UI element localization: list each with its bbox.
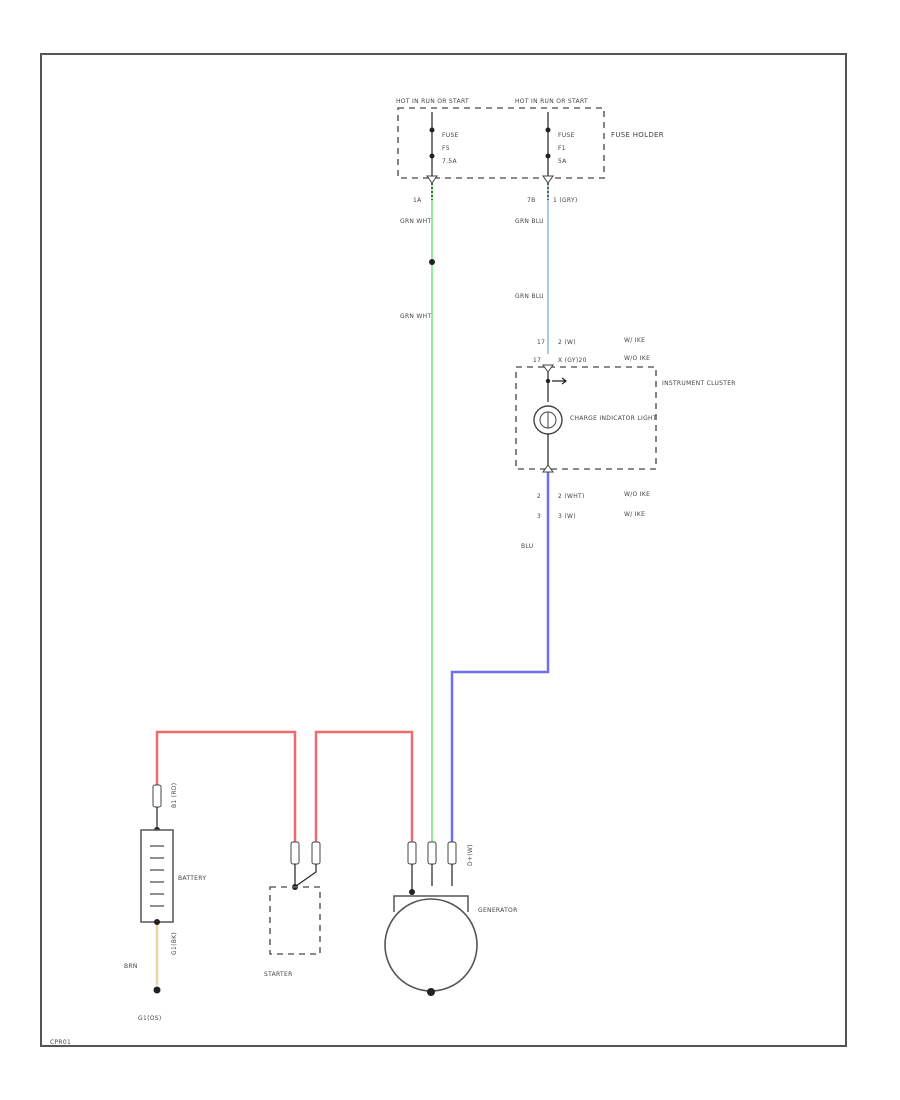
battery-negative-label: G1(BK) <box>171 932 178 955</box>
fuse-a-label: FUSE <box>442 132 459 139</box>
cluster-bot-row2-note: W/ IKE <box>624 511 645 518</box>
generator-connector-d-plus <box>447 841 457 865</box>
ground-point-icon <box>153 986 161 994</box>
fuse-b-top-terminal <box>545 127 551 133</box>
cluster-top-connector <box>542 364 554 373</box>
cluster-bot-row1-conn: 2 (WHT) <box>558 493 585 500</box>
wire-grn-blu-upper-label: GRN BLU <box>515 218 544 225</box>
wire-grn-wht-upper-label: GRN WHT <box>400 218 431 225</box>
cluster-top-row2-conn: X (GY)20 <box>558 357 587 364</box>
fuse-a-rating: 7.5A <box>442 158 457 165</box>
wire-red-starter-generator <box>314 730 414 842</box>
generator-ground-terminal <box>427 988 435 996</box>
diagram-code: CPR01 <box>50 1039 71 1046</box>
fuse-b-rating: 5A <box>558 158 567 165</box>
cluster-outline <box>515 366 657 470</box>
fuse-holder-outline <box>397 107 605 179</box>
generator-body <box>384 898 478 992</box>
battery-label: BATTERY <box>178 875 206 882</box>
battery-body <box>140 829 174 923</box>
battery-post-connector <box>152 784 162 808</box>
cluster-top-row1-pin: 17 <box>537 339 545 346</box>
cluster-bot-row1-pin: 2 <box>537 493 541 500</box>
fuse-a-id: F5 <box>442 145 450 152</box>
starter-connector-b <box>311 841 321 865</box>
fuse-b-connector-label: 1 (GRY) <box>553 197 578 204</box>
battery-positive-label: B1 (RD) <box>171 783 178 808</box>
cluster-bot-row2-pin: 3 <box>537 513 541 520</box>
fuse-a-bottom-terminal <box>429 153 435 159</box>
generator-label: GENERATOR <box>478 907 518 914</box>
cluster-top-row2-pin: 17 <box>533 357 541 364</box>
fuse-holder: FUSE HOLDER HOT IN RUN OR START FUSE F5 … <box>396 98 664 204</box>
fuse-a-pin: 1A <box>413 197 422 204</box>
cluster-bottom-connector <box>542 464 554 473</box>
cluster-top-row2-note: W/O IKE <box>624 355 650 362</box>
fuse-b-pin: 7B <box>527 197 536 204</box>
generator-connector-main <box>427 841 437 865</box>
generator-housing <box>393 895 469 912</box>
fuse-b-id: F1 <box>558 145 566 152</box>
wire-blu-label: BLU <box>521 543 533 550</box>
cluster-bot-row1-note: W/O IKE <box>624 491 650 498</box>
cluster-top-row1-conn: 2 (W) <box>558 339 576 346</box>
fuse-b-bottom-terminal <box>545 153 551 159</box>
wire-grn-wht-lower-label: GRN WHT <box>400 313 431 320</box>
fuse-a-connector <box>426 175 438 184</box>
charge-indicator-lamp-label: CHARGE INDICATOR LIGHT <box>570 415 657 422</box>
fuse-b-label: FUSE <box>558 132 575 139</box>
generator-pin-label: D+(W) <box>467 844 474 866</box>
cluster-arrow-icon <box>552 377 567 385</box>
ground-wire-label: BRN <box>124 963 138 970</box>
fuse-b-header: HOT IN RUN OR START <box>515 98 588 105</box>
cluster-label: INSTRUMENT CLUSTER <box>662 380 736 387</box>
fuse-a-top-terminal <box>429 127 435 133</box>
starter-connector-a <box>290 841 300 865</box>
battery: B1 (RD) BATTERY G1(BK) <box>140 783 206 955</box>
wire-grn-blu-lower-label: GRN BLU <box>515 293 544 300</box>
generator: D+(W) GENERATOR <box>384 841 518 996</box>
diagram-frame <box>40 53 847 1047</box>
instrument-cluster: 17 2 (W) W/ IKE 17 X (GY)20 W/O IKE INST… <box>515 337 736 520</box>
wire-blu <box>450 472 550 842</box>
cluster-bot-row2-conn: 3 (W) <box>558 513 576 520</box>
wire-red-battery-starter <box>155 730 297 842</box>
ground-label: G1(OS) <box>138 1015 161 1022</box>
fuse-b-connector <box>542 175 554 184</box>
fuse-holder-label: FUSE HOLDER <box>611 131 664 139</box>
wire-grn-wht-splice <box>429 259 435 265</box>
starter-label: STARTER <box>264 971 293 978</box>
starter: STARTER <box>264 841 321 978</box>
cluster-top-row1-note: W/ IKE <box>624 337 645 344</box>
generator-connector-b-plus <box>407 841 417 865</box>
starter-outline <box>269 886 321 955</box>
fuse-a-header: HOT IN RUN OR START <box>396 98 469 105</box>
